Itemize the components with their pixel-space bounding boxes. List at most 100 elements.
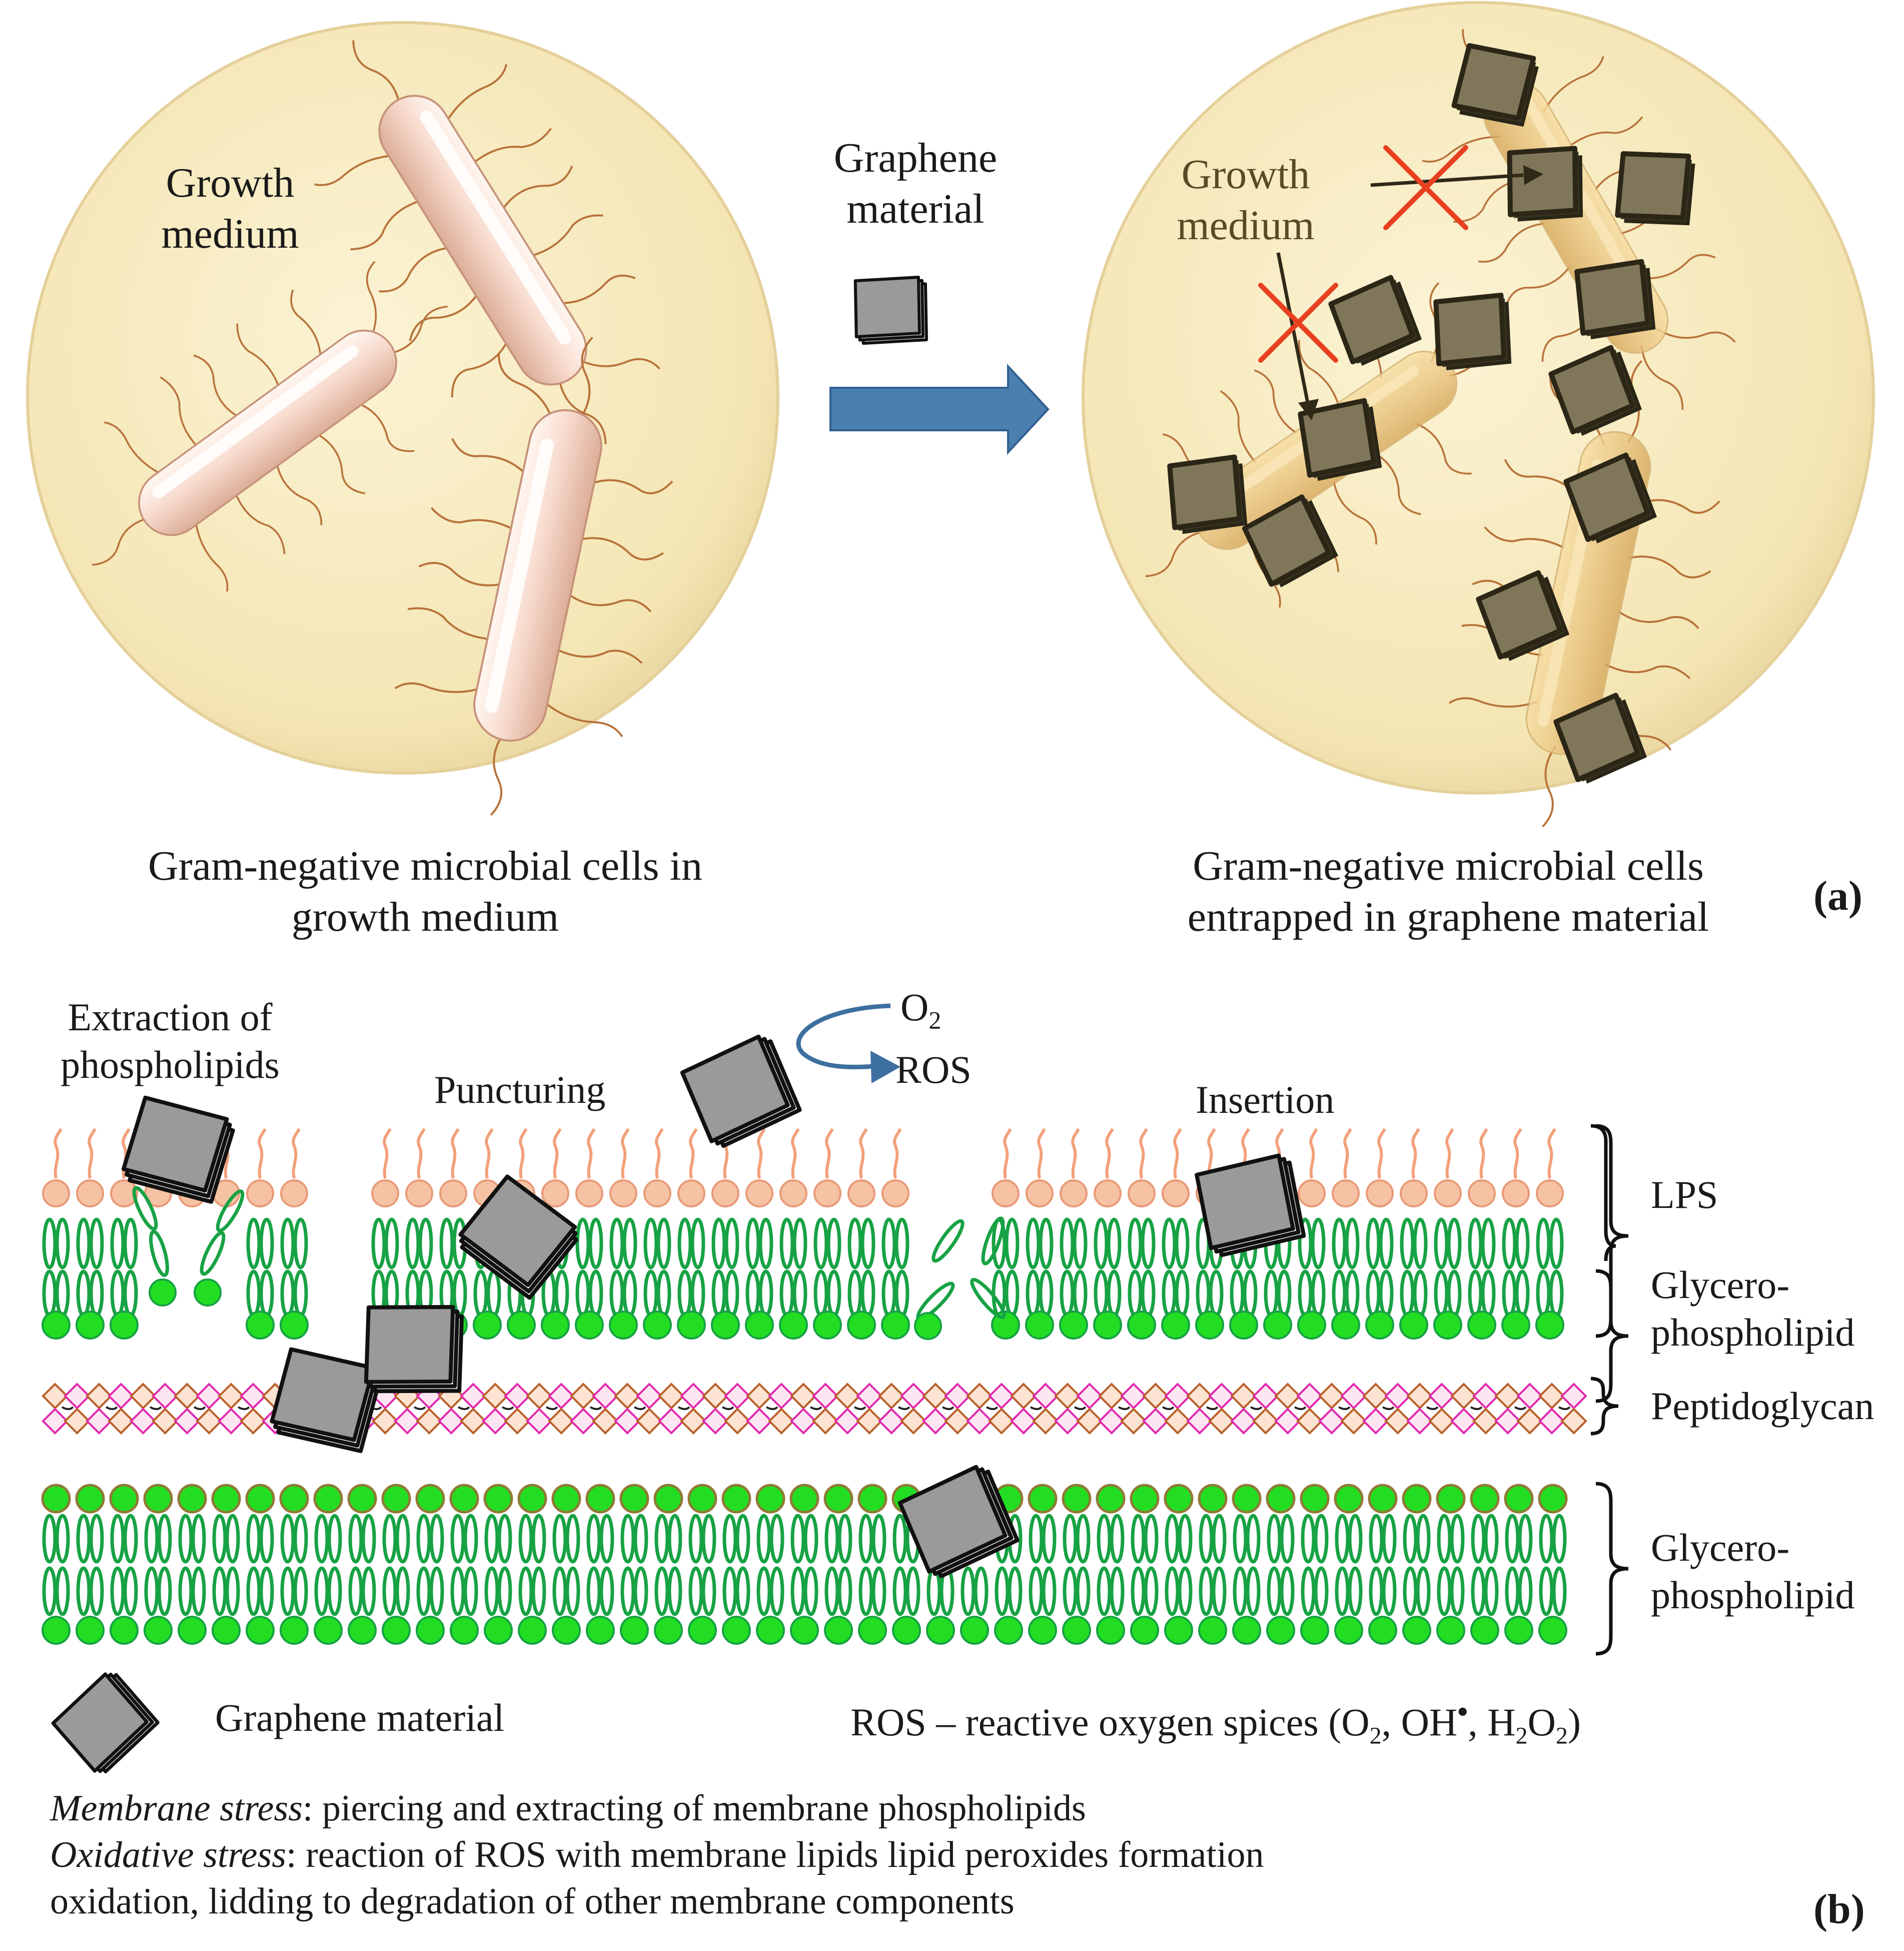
lps-head: [1502, 1179, 1530, 1207]
lipid-tail: [622, 1217, 637, 1269]
lipid-tail: [711, 1269, 726, 1318]
lipid-head: [246, 1616, 275, 1645]
peptidoglycan-unit: [658, 1408, 685, 1435]
lipid-head: [348, 1616, 377, 1645]
lipid-tail: [1314, 1514, 1329, 1564]
lipid-tail: [961, 1566, 976, 1616]
peptidoglycan-unit: [1120, 1408, 1147, 1435]
lipid-tail: [1029, 1514, 1044, 1564]
lipid-tail: [860, 1217, 875, 1269]
lipid-tail: [599, 1514, 614, 1564]
lps-tail: [1411, 1128, 1420, 1179]
peptidoglycan-unit: [812, 1408, 839, 1435]
lipid-tail: [1246, 1514, 1261, 1564]
graphene-material-label: Graphene material: [805, 133, 1026, 235]
lipid-tail: [1233, 1566, 1248, 1616]
lipid-tail: [76, 1514, 91, 1564]
lipid-tail: [758, 1217, 773, 1269]
subscript: 2: [1515, 1722, 1528, 1749]
lipid-head: [1161, 1311, 1190, 1340]
lps-tail: [825, 1128, 834, 1179]
lps-head: [847, 1179, 875, 1207]
lipid-head: [313, 1484, 343, 1514]
lipid-head: [178, 1616, 207, 1645]
lipid-tail: [1094, 1217, 1109, 1269]
lipid-tail: [259, 1269, 274, 1318]
lps-head: [779, 1179, 807, 1207]
peptidoglycan-unit: [1230, 1408, 1257, 1435]
lipid-tail: [1450, 1566, 1465, 1616]
lipid-tail: [1076, 1566, 1091, 1616]
lipid-head: [1365, 1311, 1394, 1340]
lipid-tail: [667, 1566, 682, 1616]
lipid-head: [76, 1616, 105, 1645]
lipid-head: [1232, 1616, 1261, 1645]
lipid-head: [552, 1616, 581, 1645]
peptide-bridge: [238, 1406, 250, 1410]
lipid-tail: [89, 1566, 104, 1616]
lipid-head: [415, 1484, 445, 1514]
lipid-tail: [144, 1514, 159, 1564]
ros-text: ): [1567, 1700, 1581, 1744]
lipid-tail: [1246, 1566, 1261, 1616]
lipid-head: [42, 1616, 71, 1645]
lipid-tail: [1515, 1269, 1530, 1318]
lipid-head: [1232, 1484, 1262, 1514]
lipid-tail: [473, 1269, 488, 1318]
peptidoglycan-unit: [460, 1408, 487, 1435]
peptidoglycan-unit: [1494, 1408, 1521, 1435]
peptidoglycan-unit: [130, 1383, 157, 1410]
lipid-tail: [1131, 1566, 1146, 1616]
lipid-tail: [518, 1566, 533, 1616]
peptidoglycan-unit: [1538, 1408, 1565, 1435]
peptidoglycan-unit: [1252, 1383, 1279, 1410]
peptide-bridge: [1074, 1406, 1087, 1410]
lipid-head: [1096, 1484, 1126, 1514]
lps-head: [541, 1179, 569, 1207]
peptide-bridge: [1514, 1406, 1527, 1410]
lipid-tail: [1332, 1269, 1347, 1318]
lipid-tail: [1301, 1514, 1316, 1564]
lipid-tail: [881, 1217, 896, 1269]
peptidoglycan-unit: [482, 1383, 509, 1410]
lipid-tail: [792, 1269, 807, 1318]
lipid-tail: [293, 1566, 308, 1616]
lipid-tail: [894, 1217, 909, 1269]
peptidoglycan-unit: [1340, 1383, 1367, 1410]
lipid-head: [1059, 1311, 1088, 1340]
peptidoglycan-unit: [790, 1408, 817, 1435]
lipid-tail: [1060, 1217, 1075, 1269]
lipid-tail: [1267, 1514, 1282, 1564]
lipid-tail: [110, 1217, 125, 1269]
lipid-tail: [348, 1566, 363, 1616]
lipid-tail: [1536, 1217, 1551, 1269]
lipid-tail: [123, 1269, 138, 1318]
peptidoglycan-unit: [746, 1383, 773, 1410]
peptidoglycan-unit: [42, 1383, 69, 1410]
lipid-tail: [1437, 1514, 1452, 1564]
glycero-bottom-label: Glycero- phospholipid: [1651, 1524, 1854, 1619]
subscript: 2: [1369, 1722, 1382, 1749]
peptidoglycan-unit: [1186, 1383, 1213, 1410]
lps-tail: [1207, 1128, 1216, 1179]
lipid-head: [1334, 1484, 1364, 1514]
peptidoglycan-unit: [196, 1383, 223, 1410]
lps-head: [881, 1179, 909, 1207]
lipid-tail: [1298, 1269, 1313, 1318]
lipid-tail: [89, 1514, 104, 1564]
lipid-tail: [280, 1514, 295, 1564]
lipid-head: [847, 1311, 876, 1340]
lps-head: [405, 1179, 433, 1207]
lipid-tail: [1345, 1269, 1360, 1318]
peptidoglycan-unit: [878, 1408, 905, 1435]
peptidoglycan-unit: [636, 1383, 663, 1410]
lps-tail: [1071, 1128, 1080, 1179]
lipid-head: [1062, 1484, 1092, 1514]
lipid-head: [892, 1616, 921, 1645]
lipid-head: [1436, 1484, 1466, 1514]
peptidoglycan-unit: [1274, 1383, 1301, 1410]
lipid-tail: [881, 1269, 896, 1318]
arrow-head-icon: [870, 1051, 900, 1083]
peptidoglycan-unit: [240, 1408, 267, 1435]
peptidoglycan-unit: [658, 1383, 685, 1410]
